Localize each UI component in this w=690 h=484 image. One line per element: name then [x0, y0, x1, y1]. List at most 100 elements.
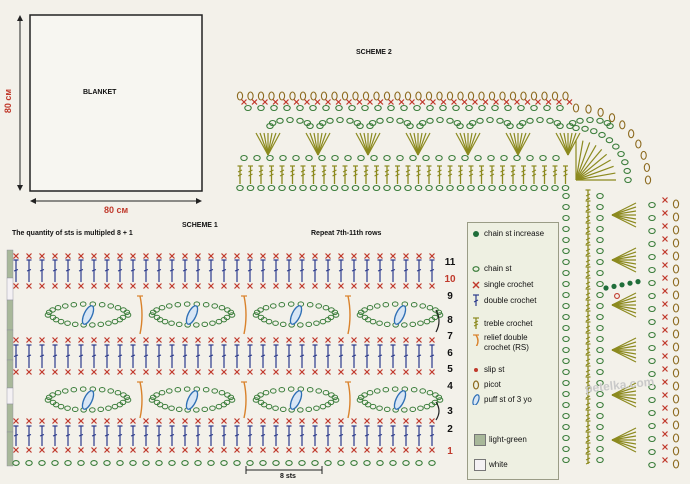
chain-st — [356, 122, 364, 130]
chain-st — [435, 309, 443, 316]
chain-st — [428, 460, 436, 466]
picot — [672, 381, 680, 391]
treble-crochet — [611, 214, 637, 220]
chain-st — [103, 460, 111, 466]
row-label: 8 — [447, 315, 453, 326]
chain-st — [181, 460, 189, 466]
chain-st — [142, 460, 150, 466]
treble-crochet — [611, 337, 637, 351]
chain-st — [539, 154, 547, 162]
chain-st — [155, 460, 163, 466]
chain-st — [648, 396, 656, 404]
chain-st — [218, 305, 226, 311]
treble-crochet — [313, 132, 319, 156]
treble-crochet — [567, 132, 573, 156]
treble-crochet — [317, 132, 323, 156]
chain-st — [409, 406, 417, 413]
picot — [268, 91, 275, 101]
chain-st — [305, 154, 313, 162]
chain-st — [119, 314, 127, 321]
chain-st — [51, 460, 59, 466]
picot — [608, 113, 616, 123]
chain-st — [393, 184, 402, 192]
chain-st — [596, 269, 604, 277]
treble-crochet — [417, 132, 431, 156]
picot — [672, 303, 680, 313]
chain-st-increase — [635, 279, 641, 285]
chain-st — [223, 399, 231, 406]
treble-crochet — [611, 341, 637, 351]
legend-label: chain st — [484, 264, 512, 273]
chain-st — [123, 394, 131, 401]
chain-st — [318, 119, 327, 127]
color-strip-segment — [6, 299, 14, 331]
chain-st — [551, 184, 559, 192]
chain-st — [562, 247, 570, 255]
chain-st — [417, 320, 424, 326]
chain-st — [262, 390, 270, 396]
chain-st — [246, 460, 254, 466]
chain-st — [648, 227, 656, 235]
chain-st — [148, 312, 156, 318]
chain-st — [374, 104, 382, 112]
picot — [643, 162, 651, 173]
treble-crochet — [255, 132, 269, 156]
chain-st — [590, 128, 598, 135]
chain-st — [373, 303, 381, 309]
chain-st — [596, 291, 604, 299]
chain-st — [366, 305, 374, 311]
chain-st — [183, 301, 191, 307]
chain-st — [299, 184, 307, 192]
chain-st — [383, 406, 391, 413]
chain-st — [315, 303, 323, 309]
chain-st — [54, 390, 62, 396]
chain-st — [383, 154, 391, 162]
chain-st — [105, 320, 112, 326]
chain-st — [327, 399, 335, 406]
puff-st — [81, 305, 95, 325]
chain-st-increase — [619, 282, 625, 288]
chain-st — [71, 321, 79, 328]
chain-st — [331, 394, 339, 401]
chain-st — [540, 184, 549, 192]
chain-st — [361, 307, 368, 313]
chain-st — [487, 154, 495, 162]
chain-st — [369, 403, 377, 410]
chain-st — [396, 154, 404, 162]
chain-st — [70, 302, 78, 308]
chain-st — [97, 321, 105, 328]
puff-st — [81, 390, 95, 410]
chain-st — [49, 307, 56, 313]
picot — [436, 91, 443, 101]
treble-crochet — [611, 296, 637, 306]
chain-st — [311, 460, 319, 466]
legend-label: single crochet — [484, 280, 534, 289]
chain-st — [227, 309, 235, 316]
picot — [640, 150, 647, 160]
chain-st — [306, 122, 314, 130]
chain-st — [596, 280, 604, 288]
chain-st — [44, 312, 52, 318]
treble-crochet — [513, 132, 519, 156]
chain-st — [89, 407, 96, 413]
treble-crochet — [555, 132, 569, 156]
chain-st — [498, 184, 507, 192]
chain-st — [598, 131, 606, 139]
puff-st — [185, 305, 199, 325]
chain-st — [624, 176, 632, 184]
chain-st — [648, 370, 656, 378]
chain-st — [596, 324, 604, 332]
treble-crochet — [611, 386, 637, 396]
treble-crochet — [611, 259, 637, 265]
chain-st — [476, 117, 484, 124]
chain-st — [257, 104, 265, 112]
chain-st-increase — [611, 283, 617, 289]
chain-st — [332, 397, 340, 403]
chain-st — [518, 119, 527, 127]
chain-st — [322, 104, 330, 112]
chain-st — [648, 461, 656, 469]
treble-crochet — [417, 132, 423, 156]
chain-st — [500, 154, 508, 162]
chain-st — [168, 405, 175, 411]
chain-st — [324, 460, 332, 466]
